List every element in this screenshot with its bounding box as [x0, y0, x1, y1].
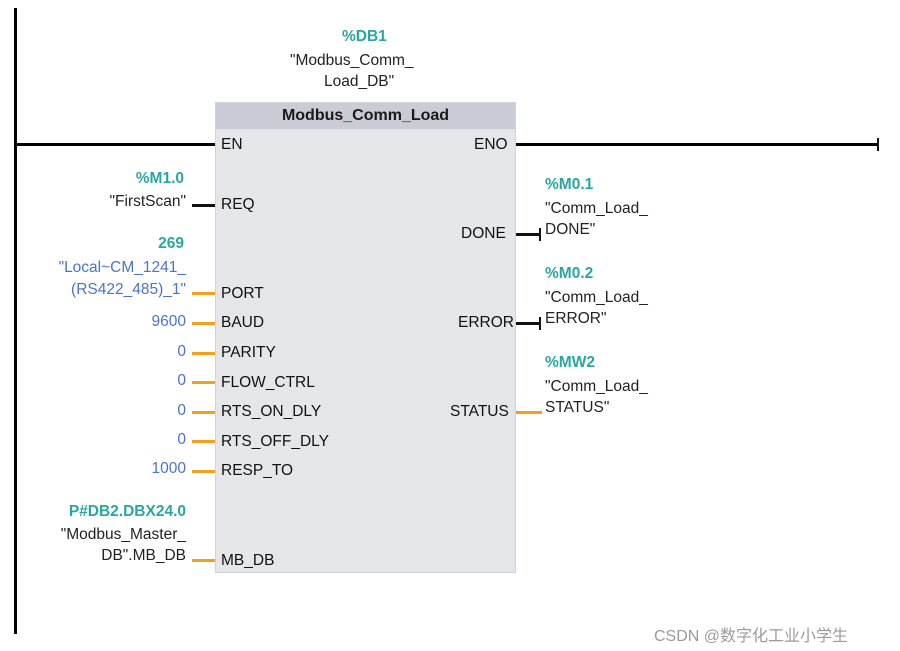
pin-port: PORT	[221, 285, 264, 302]
mb-db-symbol-line1[interactable]: "Modbus_Master_	[60, 526, 186, 543]
pin-rts-on-dly: RTS_ON_DLY	[221, 403, 322, 420]
rts-off-dly-value[interactable]: 0	[177, 431, 186, 448]
pin-status: STATUS	[450, 403, 509, 420]
port-symbol-line2[interactable]: (RS422_485)_1"	[71, 281, 186, 298]
wire-status	[516, 411, 542, 414]
pin-flow-ctrl: FLOW_CTRL	[221, 374, 315, 391]
wire-port	[192, 292, 215, 295]
pin-mb-db: MB_DB	[221, 552, 275, 569]
pin-req: REQ	[221, 196, 255, 213]
pin-rts-off-dly: RTS_OFF_DLY	[221, 433, 329, 450]
rung-line-right	[516, 143, 878, 146]
mb-db-symbol-line2[interactable]: DB".MB_DB	[101, 547, 186, 564]
pin-en: EN	[221, 136, 243, 153]
rts-on-dly-value[interactable]: 0	[177, 402, 186, 419]
error-symbol-line1[interactable]: "Comm_Load_	[545, 289, 648, 306]
pin-done: DONE	[461, 225, 506, 242]
rung-line-left	[14, 143, 215, 146]
wire-rts-off-dly	[192, 440, 215, 443]
instance-db-address[interactable]: %DB1	[342, 28, 387, 45]
watermark: CSDN @数字化工业小学生	[654, 628, 849, 645]
done-address[interactable]: %M0.1	[545, 176, 594, 193]
flow-ctrl-value[interactable]: 0	[177, 372, 186, 389]
resp-to-value[interactable]: 1000	[151, 460, 186, 477]
parity-value[interactable]: 0	[177, 343, 186, 360]
instance-db-name-line2[interactable]: Load_DB"	[324, 73, 395, 90]
wire-error-end	[539, 317, 541, 330]
wire-rts-on-dly	[192, 411, 215, 414]
status-symbol-line1[interactable]: "Comm_Load_	[545, 378, 648, 395]
req-symbol[interactable]: "FirstScan"	[109, 193, 186, 210]
block-title: Modbus_Comm_Load	[216, 103, 515, 129]
pin-eno: ENO	[474, 136, 508, 153]
power-rail	[14, 8, 17, 634]
req-address[interactable]: %M1.0	[135, 170, 184, 187]
done-symbol-line2[interactable]: DONE"	[545, 221, 596, 238]
error-address[interactable]: %M0.2	[545, 265, 594, 282]
port-symbol-line1[interactable]: "Local~CM_1241_	[58, 259, 186, 276]
status-address[interactable]: %MW2	[545, 354, 595, 371]
wire-error	[516, 322, 540, 325]
wire-done	[516, 233, 540, 236]
mb-db-address[interactable]: P#DB2.DBX24.0	[68, 503, 186, 520]
wire-mb-db	[192, 559, 215, 562]
wire-baud	[192, 322, 215, 325]
wire-parity	[192, 352, 215, 355]
wire-resp-to	[192, 470, 215, 473]
baud-value[interactable]: 9600	[151, 313, 186, 330]
pin-parity: PARITY	[221, 344, 276, 361]
error-symbol-line2[interactable]: ERROR"	[545, 310, 607, 327]
pin-resp-to: RESP_TO	[221, 462, 294, 479]
rung-end-tick	[877, 138, 879, 151]
pin-error: ERROR	[458, 314, 514, 331]
function-block[interactable]: Modbus_Comm_Load	[215, 102, 516, 573]
port-value[interactable]: 269	[158, 235, 184, 252]
wire-flow-ctrl	[192, 381, 215, 384]
instance-db-name-line1[interactable]: "Modbus_Comm_	[290, 52, 414, 69]
wire-done-end	[539, 228, 541, 241]
pin-baud: BAUD	[221, 314, 265, 331]
status-symbol-line2[interactable]: STATUS"	[545, 399, 610, 416]
wire-req	[192, 204, 215, 207]
done-symbol-line1[interactable]: "Comm_Load_	[545, 200, 648, 217]
